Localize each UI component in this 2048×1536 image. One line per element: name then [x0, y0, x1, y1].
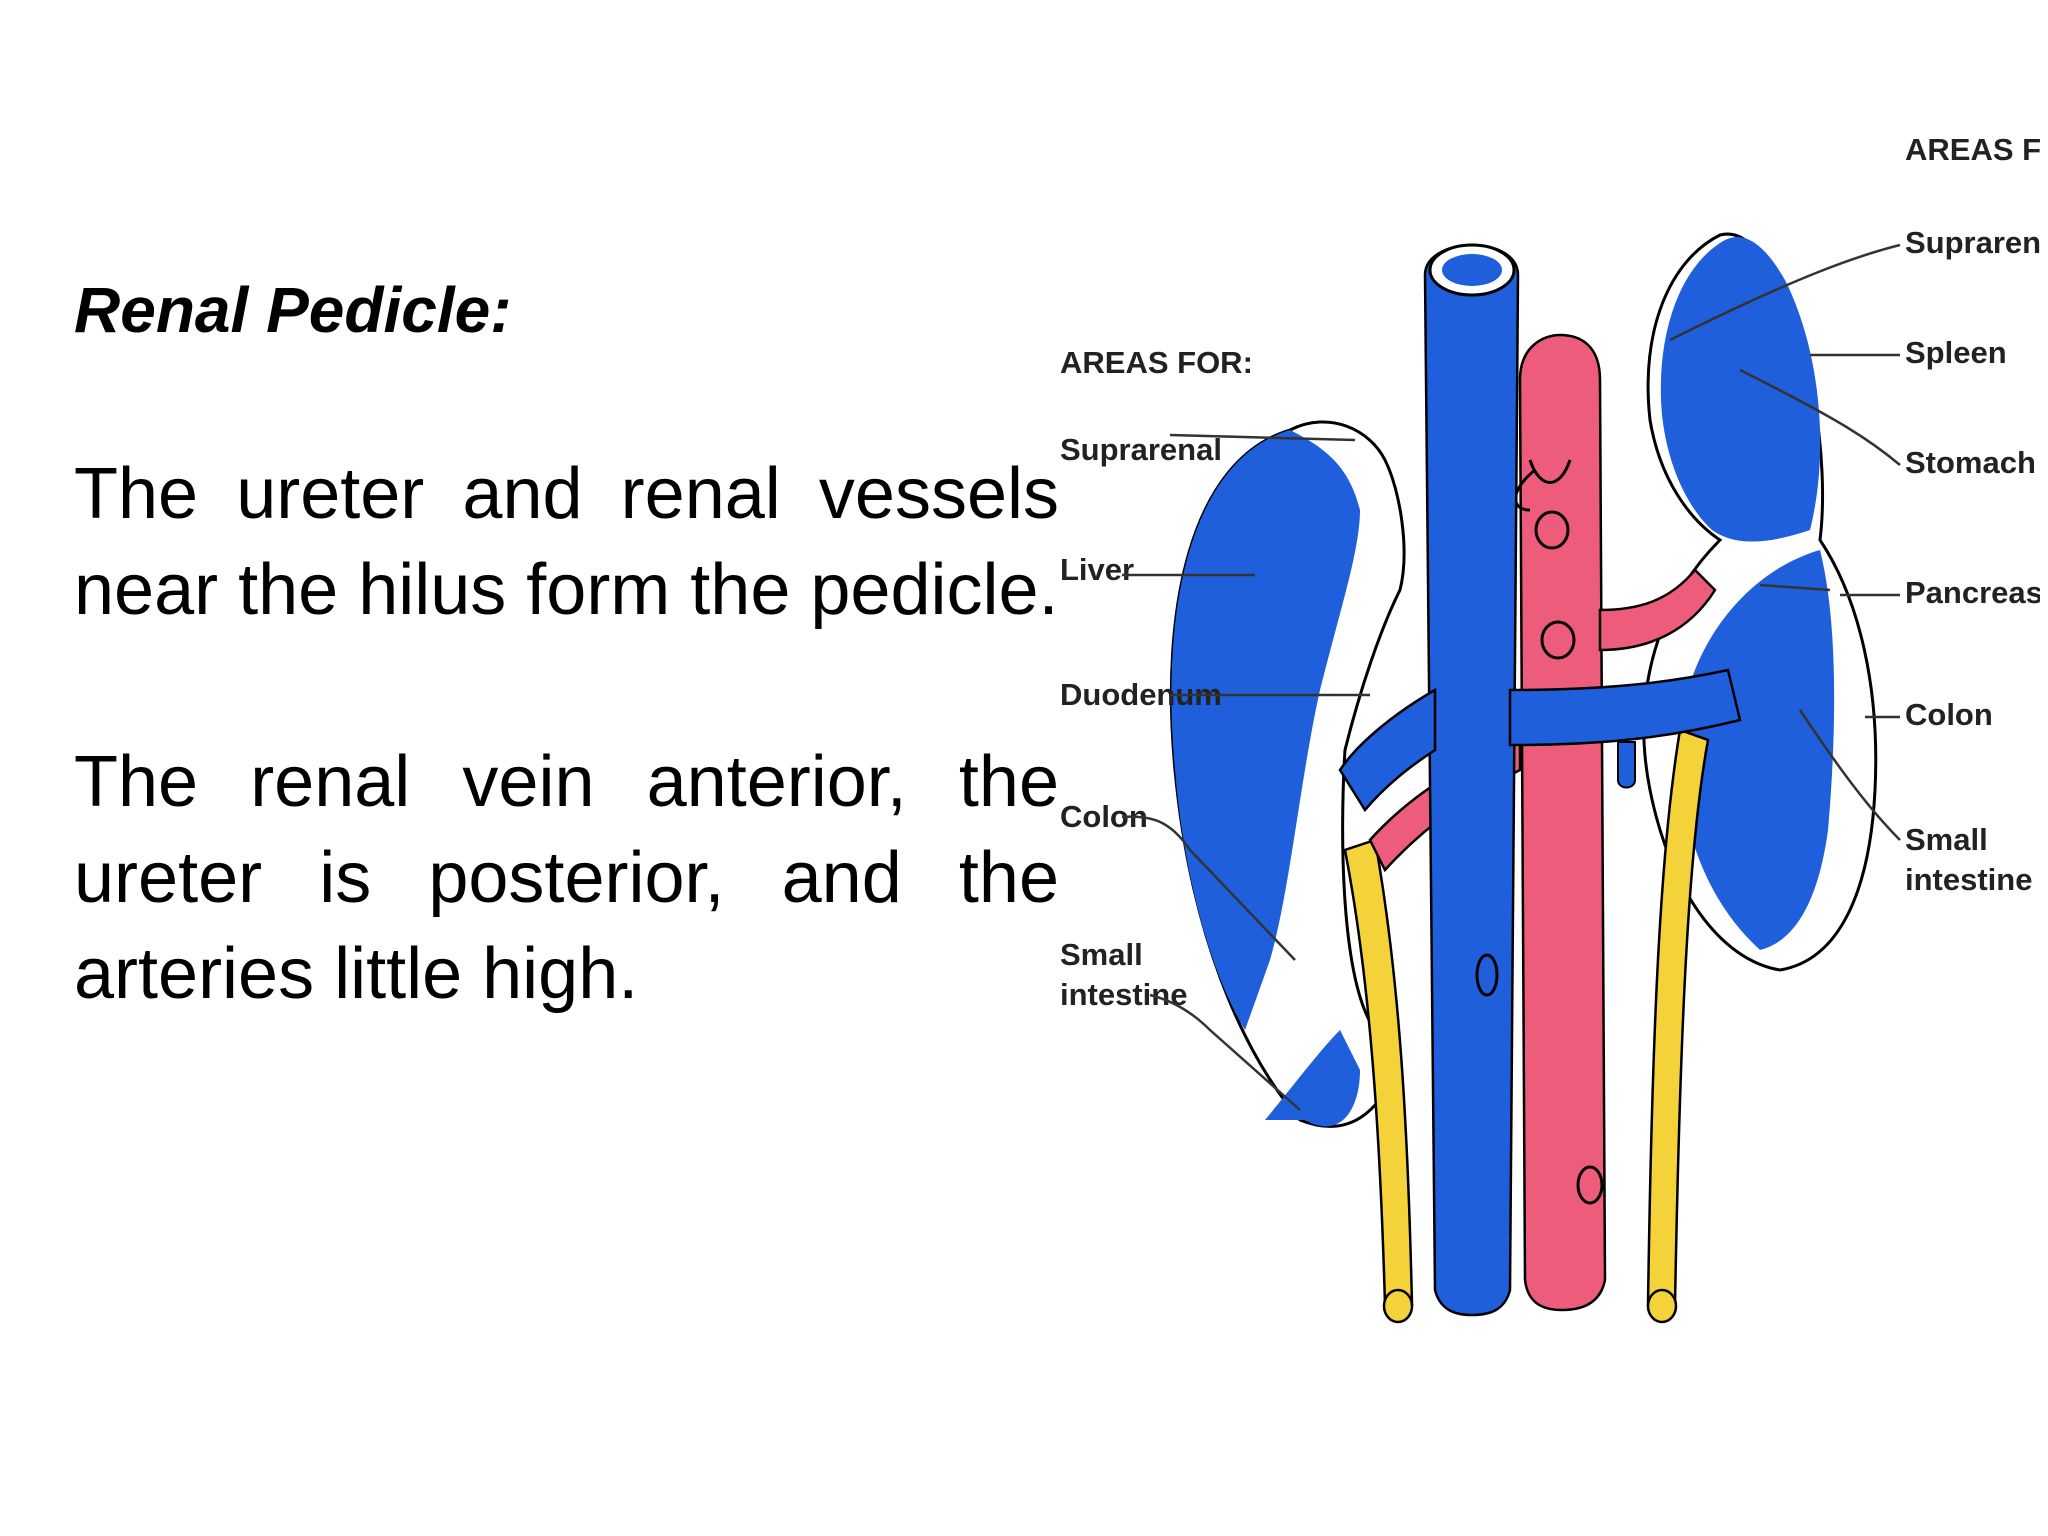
right-label-intestine: intestine	[1905, 862, 2032, 897]
renal-pedicle-diagram: AREAS FOR: Suprarenal Liver Duodenum Col…	[1040, 130, 2040, 1360]
left-renal-vein	[1338, 687, 1437, 813]
left-ureter-end	[1382, 1288, 1414, 1324]
right-label-stomach: Stomach	[1905, 445, 2036, 480]
leader-left-colon	[1121, 815, 1296, 961]
paragraph-pedicle: The ureter and renal vessels near the hi…	[74, 454, 1059, 630]
artery-branch-ring-2	[1540, 620, 1576, 660]
right-renal-vein	[1508, 668, 1742, 747]
leader-left-suprarenal	[1169, 433, 1356, 442]
right-label-spleen: Spleen	[1905, 335, 2007, 370]
leader-left-small-intestine	[1149, 993, 1301, 1111]
right-kidney-upper-area	[1660, 236, 1821, 542]
left-labels: AREAS FOR: Suprarenal Liver Duodenum Col…	[1060, 345, 1370, 1111]
text-block: Renal Pedicle: The ureter and renal vess…	[74, 262, 1059, 1022]
left-label-small: Small	[1060, 937, 1143, 972]
left-label-liver: Liver	[1060, 552, 1134, 587]
right-label-colon: Colon	[1905, 697, 1993, 732]
left-label-suprarenal: Suprarenal	[1060, 432, 1222, 467]
left-label-intestine: intestine	[1060, 977, 1187, 1012]
left-labels-heading: AREAS FOR:	[1060, 345, 1253, 380]
leader-right-stomach	[1739, 368, 1901, 466]
vein-branch-ring	[1475, 953, 1499, 997]
gonadal-vein-stub	[1617, 741, 1636, 789]
right-label-suprarenal: Suprarenal	[1905, 225, 2040, 260]
vena-cava-trunk	[1423, 243, 1520, 1317]
artery-branch-ring-1	[1534, 510, 1570, 550]
right-renal-artery	[1598, 568, 1717, 652]
right-labels: AREAS FOR: Suprarenal Spleen Stomach Pan…	[1669, 132, 2040, 897]
vena-cava	[1338, 243, 1742, 1317]
leader-right-small-intestine	[1798, 709, 1901, 841]
aorta-trunk	[1518, 333, 1607, 1312]
right-kidney-lower-area	[1679, 550, 1835, 950]
right-label-small: Small	[1905, 822, 1988, 857]
right-ureter-end	[1646, 1288, 1678, 1324]
right-labels-heading: AREAS FOR:	[1905, 132, 2040, 167]
right-label-pancreas: Pancreas	[1905, 575, 2040, 610]
kidney-diagram-svg: AREAS FOR: Suprarenal Liver Duodenum Col…	[1060, 132, 2040, 1324]
leader-right-pancreas	[1759, 583, 1900, 597]
leader-right-suprarenal	[1669, 243, 1901, 342]
vena-cava-lumen	[1442, 254, 1502, 286]
paragraph-relations: The renal vein anterior, the ureter is p…	[74, 742, 1059, 1014]
left-kidney-lower-area	[1265, 1030, 1360, 1127]
artery-branch-ring-3	[1576, 1165, 1604, 1205]
slide-heading: Renal Pedicle:	[74, 274, 512, 346]
